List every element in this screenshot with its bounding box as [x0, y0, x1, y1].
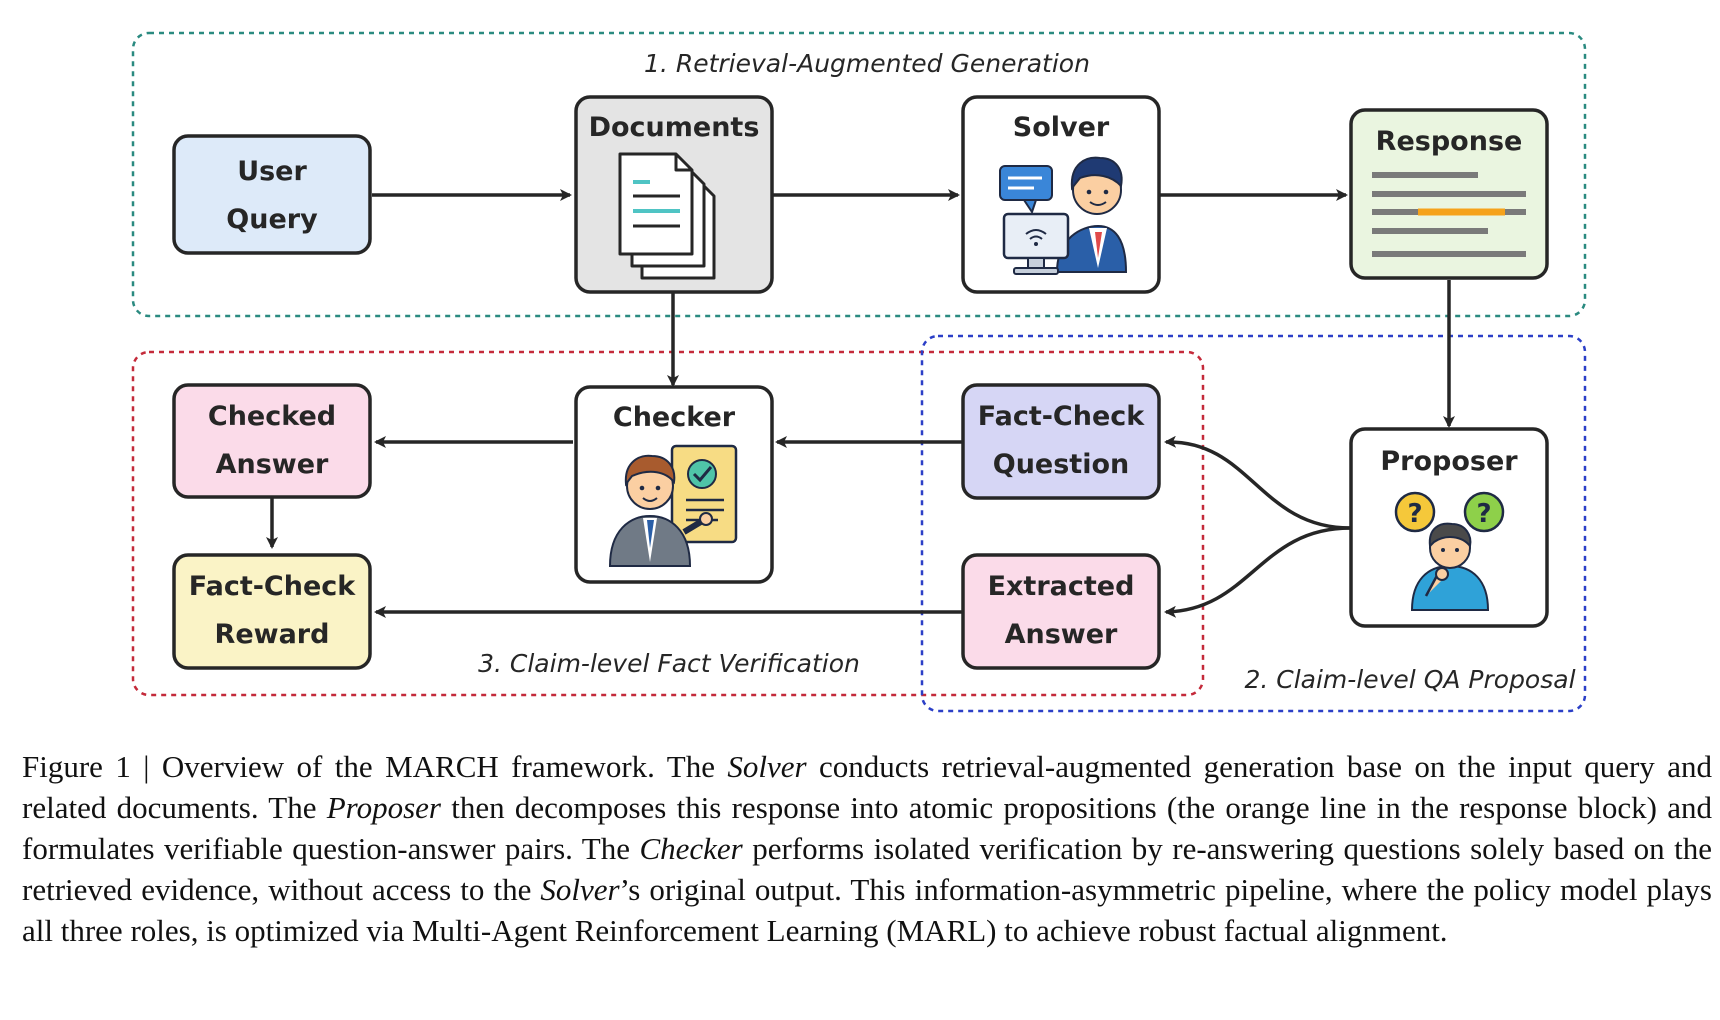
- computer-icon: [1002, 212, 1070, 275]
- checked-answer-line2: Answer: [216, 449, 329, 480]
- caption-text-3: then decomposes this response into atomi…: [22, 790, 1712, 866]
- documents-title: Documents: [589, 112, 760, 143]
- fact-check-reward-line2: Reward: [215, 619, 330, 650]
- checked-answer-line1: Checked: [208, 401, 336, 432]
- node-fact-check-reward: Fact-Check Reward: [172, 553, 372, 670]
- question-mark-icon: ? ?: [1394, 491, 1505, 533]
- extracted-answer-line2: Answer: [1005, 619, 1118, 650]
- framework-diagram: 1. Retrieval-Augmented Generation 3. Cla…: [131, 31, 1587, 713]
- node-checker: Checker: [574, 385, 774, 584]
- solver-title: Solver: [1013, 112, 1110, 143]
- user-query-line1: User: [237, 156, 307, 187]
- caption-text-4: performs isolated verification by re-ans…: [22, 831, 1712, 907]
- documents-icon: [618, 152, 716, 280]
- node-user-query: User Query: [172, 134, 372, 255]
- checker-title: Checker: [613, 402, 736, 433]
- svg-text:?: ?: [1476, 499, 1491, 529]
- proposer-title: Proposer: [1380, 446, 1518, 477]
- caption-text-5: ’s original output. This information-asy…: [22, 872, 1712, 948]
- fact-check-question-line1: Fact-Check: [978, 401, 1146, 432]
- node-documents: Documents: [574, 95, 774, 294]
- svg-text:?: ?: [1407, 499, 1422, 529]
- caption-checker: Checker: [639, 831, 743, 866]
- extracted-answer-line1: Extracted: [988, 571, 1135, 602]
- speech-bubble-icon: [999, 165, 1053, 215]
- rag-region: [131, 31, 1587, 318]
- edge-proposer-question: [1164, 435, 1351, 530]
- edge-proposer-answer: [1164, 526, 1351, 618]
- caption-text-2: conducts retrieval-augmented generation …: [22, 749, 1712, 825]
- thinking-person-icon: [1410, 522, 1490, 611]
- solver-person-icon: [1055, 156, 1128, 273]
- verification-region-label: 3. Claim-level Fact Verification: [478, 649, 860, 678]
- fact-check-question-line2: Question: [993, 449, 1130, 480]
- fact-check-reward-line1: Fact-Check: [189, 571, 357, 602]
- node-response: Response: [1349, 108, 1549, 280]
- node-proposer: Proposer ? ?: [1349, 427, 1549, 628]
- node-solver: Solver: [961, 95, 1161, 294]
- certificate-icon: [670, 444, 738, 544]
- node-fact-check-question: Fact-Check Question: [961, 383, 1161, 500]
- caption-solver-2: Solver: [540, 872, 620, 907]
- response-title: Response: [1376, 126, 1523, 157]
- checker-person-icon: [608, 454, 713, 567]
- user-query-line2: Query: [226, 204, 318, 235]
- node-extracted-answer: Extracted Answer: [961, 553, 1161, 670]
- qa-proposal-region-label: 2. Claim-level QA Proposal: [1244, 665, 1575, 694]
- qa-proposal-region: [920, 334, 1587, 713]
- caption-solver: Solver: [727, 749, 807, 784]
- figure-caption: Figure 1 | Overview of the MARCH framewo…: [22, 746, 1712, 951]
- caption-text-1: Figure 1 | Overview of the MARCH framewo…: [22, 749, 728, 784]
- rag-region-label: 1. Retrieval-Augmented Generation: [644, 49, 1090, 78]
- caption-proposer: Proposer: [326, 790, 441, 825]
- node-checked-answer: Checked Answer: [172, 383, 372, 499]
